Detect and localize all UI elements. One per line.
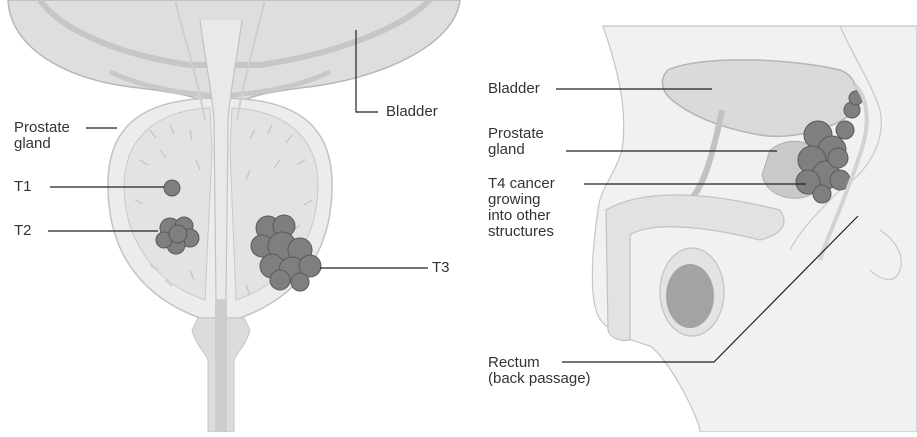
t1-tumour xyxy=(164,180,180,196)
testis xyxy=(666,264,714,328)
label-t3: T3 xyxy=(432,260,450,276)
label-t4: T4 cancer growing into other structures xyxy=(488,176,555,240)
label-prostate-right: Prostate gland xyxy=(488,126,544,158)
label-bladder-left: Bladder xyxy=(386,104,438,120)
label-t2: T2 xyxy=(14,223,32,239)
label-t1: T1 xyxy=(14,179,32,195)
right-panel-side-view xyxy=(556,26,917,432)
left-panel-front-view xyxy=(8,0,460,432)
label-bladder-right: Bladder xyxy=(488,81,540,97)
urethra-stripe xyxy=(215,300,227,432)
label-prostate-left: Prostate gland xyxy=(14,120,70,152)
label-rectum: Rectum (back passage) xyxy=(488,355,591,387)
